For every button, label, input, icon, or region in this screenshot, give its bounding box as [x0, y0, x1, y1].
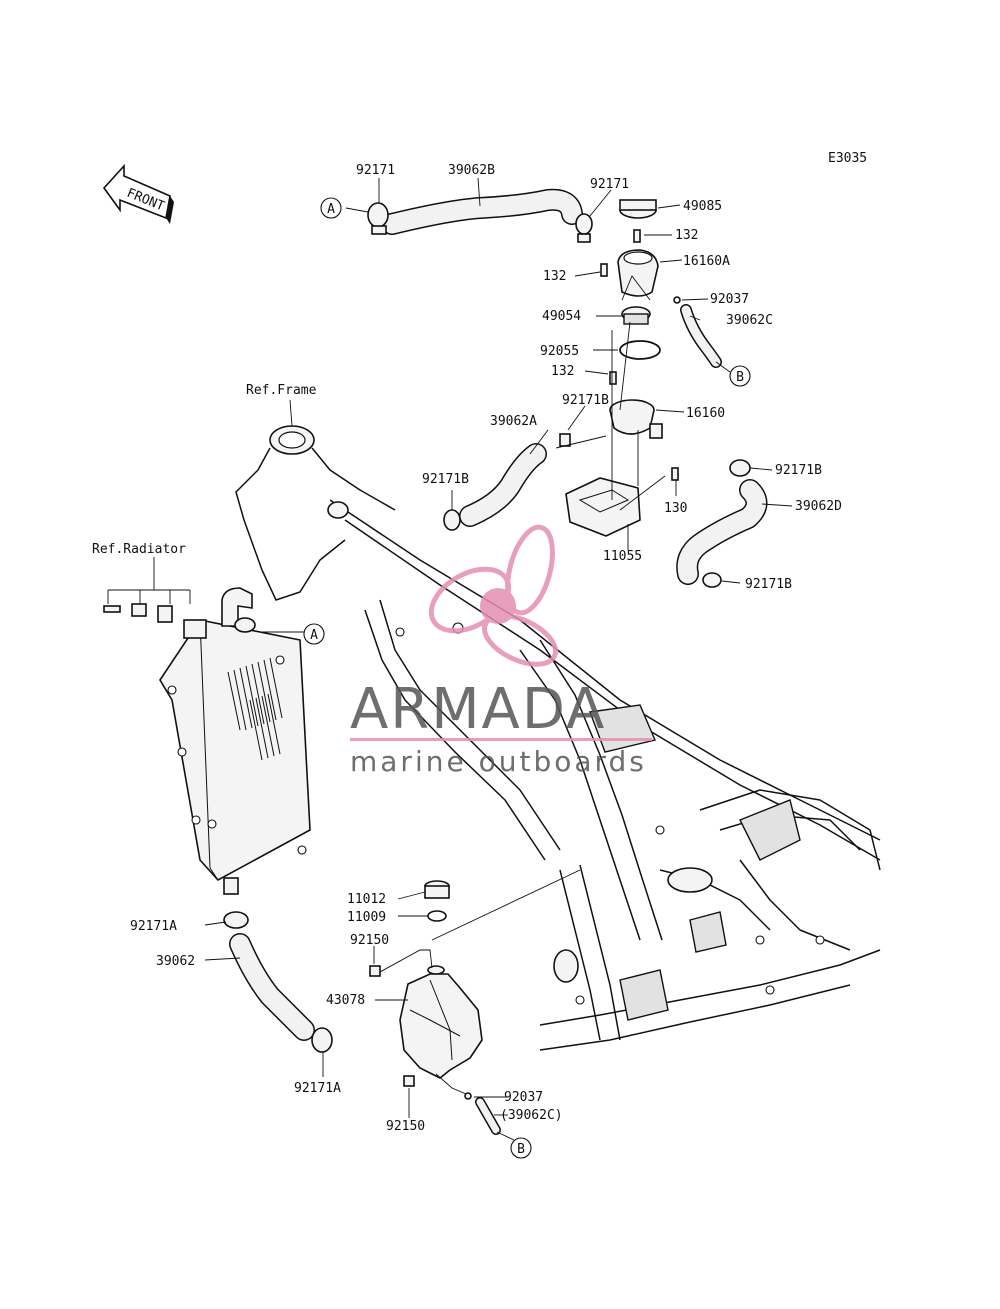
label-11055: 11055: [603, 549, 642, 564]
clamp-92171a-top: [223, 911, 249, 929]
label-132-left: 132: [543, 269, 566, 284]
label-132-mid: 132: [551, 364, 574, 379]
clamp-92171-left: [367, 202, 389, 235]
bracket-11055: [565, 477, 641, 537]
connector-a-top: A: [320, 197, 342, 219]
hose-39062: [229, 933, 315, 1041]
label-39062c-ref: (39062C): [500, 1108, 563, 1123]
hose-39062a: [459, 443, 547, 527]
radiator-mount-hardware: [103, 589, 207, 639]
clamp-92171b-right: [729, 459, 751, 477]
radiator-cap-49085: [619, 199, 657, 219]
label-92171-left: 92171: [356, 163, 395, 178]
label-92171b-top: 92171B: [562, 393, 609, 408]
radiator: [159, 587, 311, 895]
label-92171a-top: 92171A: [130, 919, 177, 934]
small-hose-39062c-ref: [475, 1097, 501, 1135]
label-39062d: 39062D: [795, 499, 842, 514]
connector-b-top: B: [729, 365, 751, 387]
clip-92037-top: [673, 296, 681, 304]
clamp-92171b-left: [443, 509, 461, 531]
label-92055: 92055: [540, 344, 579, 359]
label-92037-top: 92037: [710, 292, 749, 307]
reservoir-tank-43078: [399, 965, 483, 1079]
label-39062: 39062: [156, 954, 195, 969]
gasket-11009: [427, 910, 447, 922]
connector-b-bottom: B: [510, 1137, 532, 1159]
label-92171a-bottom: 92171A: [294, 1081, 341, 1096]
label-49054: 49054: [542, 309, 581, 324]
bolt-132-mid: [609, 371, 617, 385]
housing-16160: [609, 399, 663, 439]
label-92171b-bottom: 92171B: [745, 577, 792, 592]
label-92037-bottom: 92037: [504, 1090, 543, 1105]
radiator-fins: [227, 657, 283, 761]
label-ref-radiator: Ref.Radiator: [92, 542, 186, 557]
label-11012: 11012: [347, 892, 386, 907]
housing-16160a: [617, 249, 659, 297]
watermark-logo-icon: [428, 524, 558, 667]
o-ring-92055: [619, 340, 661, 360]
clamp-92171b-bottom: [702, 572, 722, 588]
bolt-132-left: [600, 263, 608, 277]
frame-assembly: [235, 425, 881, 1051]
label-16160: 16160: [686, 406, 725, 421]
clip-92037-bottom: [464, 1092, 472, 1100]
label-11009: 11009: [347, 910, 386, 925]
watermark-brand: ARMADA: [350, 677, 606, 742]
reservoir-cap-11012: [424, 880, 450, 899]
label-92150-top: 92150: [350, 933, 389, 948]
watermark: ARMADA marine outboards: [350, 524, 652, 778]
label-92171b-left: 92171B: [422, 472, 469, 487]
label-92171-right: 92171: [590, 177, 629, 192]
small-hose-39062c: [680, 304, 722, 368]
front-arrow-icon: FRONT: [102, 163, 174, 224]
thermostat-49054: [621, 306, 651, 325]
label-132-top: 132: [675, 228, 698, 243]
diagram-code: E3035: [828, 151, 867, 166]
watermark-tagline: marine outboards: [350, 745, 647, 778]
connector-b-top-label: B: [736, 370, 744, 385]
clamp-92171-right: [575, 213, 593, 243]
label-16160a: 16160A: [683, 254, 730, 269]
label-92171b-right: 92171B: [775, 463, 822, 478]
part-labels: 92171 39062B 92171 49085 132 16160A 132 …: [92, 163, 842, 1134]
clamp-92171a-bottom: [311, 1027, 333, 1053]
label-130: 130: [664, 501, 687, 516]
hose-39062b: [381, 188, 583, 235]
bolt-132-top: [633, 229, 641, 243]
label-43078: 43078: [326, 993, 365, 1008]
label-39062a: 39062A: [490, 414, 537, 429]
label-92150-bottom: 92150: [386, 1119, 425, 1134]
connector-a-radiator: A: [303, 623, 325, 645]
label-49085: 49085: [683, 199, 722, 214]
label-ref-frame: Ref.Frame: [246, 383, 317, 398]
bolt-92150-bottom: [403, 1075, 415, 1087]
connector-b-bottom-label: B: [517, 1142, 525, 1157]
connector-a-radiator-label: A: [310, 628, 318, 643]
hose-39062d: [676, 479, 768, 585]
bolt-92150-top: [369, 965, 381, 977]
bolt-130: [671, 467, 679, 481]
label-39062b: 39062B: [448, 163, 495, 178]
clamp-92171b-top: [559, 433, 571, 447]
leader-lines: [153, 177, 793, 1141]
label-39062c: 39062C: [726, 313, 773, 328]
connector-a-top-label: A: [327, 202, 335, 217]
